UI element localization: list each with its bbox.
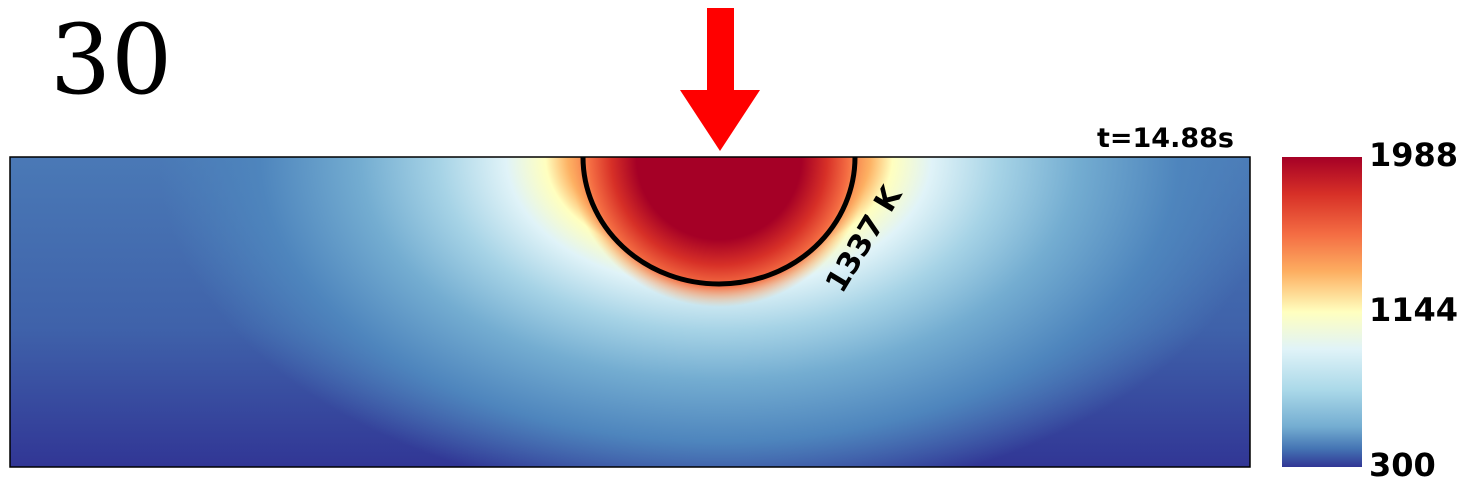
colorbar-tick-label: 1144	[1369, 291, 1458, 329]
melt-pool-core	[569, 157, 869, 307]
time-label: t=14.88s	[1097, 123, 1234, 154]
colorbar: 1988 1144 300	[1282, 136, 1458, 484]
colorbar-tick-label: 300	[1369, 446, 1436, 484]
colorbar-tick-label: 1988	[1369, 136, 1458, 174]
frame-number: 30	[50, 4, 172, 116]
plot-border	[9, 156, 1251, 468]
temperature-field	[10, 157, 1250, 467]
colorbar-gradient	[1282, 157, 1362, 467]
isotherm-contour	[580, 157, 858, 287]
heat-source-arrow-icon	[680, 8, 760, 151]
